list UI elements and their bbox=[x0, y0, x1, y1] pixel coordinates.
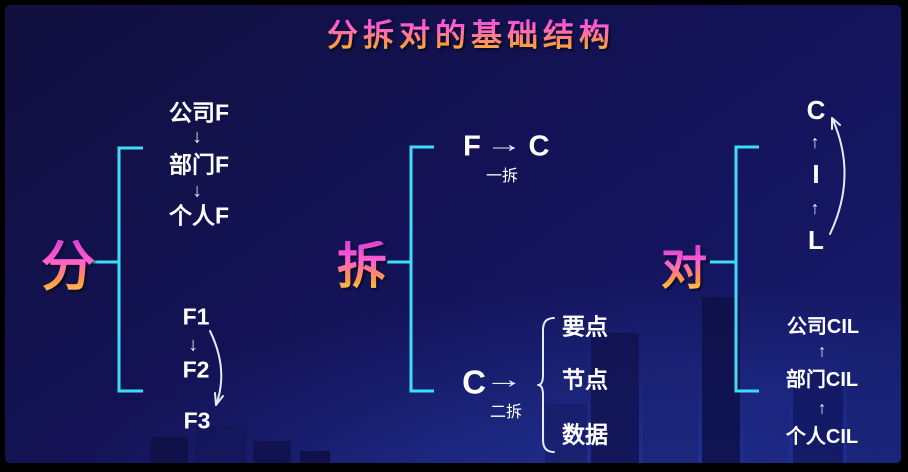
node-department-cil: 部门CIL bbox=[785, 369, 859, 391]
items-brace bbox=[537, 317, 555, 453]
node-person-cil: 个人CIL bbox=[785, 426, 859, 448]
label-second-split: 二拆 bbox=[489, 404, 523, 421]
right-bracket bbox=[710, 145, 759, 393]
node-f2: F2 bbox=[182, 356, 210, 383]
item-data: 数据 bbox=[562, 421, 608, 448]
up-arrow-icon: ↑ bbox=[810, 132, 820, 152]
l-c-curved-arrow bbox=[829, 117, 846, 235]
city-skyline bbox=[5, 5, 901, 463]
node-f1: F1 bbox=[182, 303, 210, 330]
item-nodes: 节点 bbox=[562, 366, 608, 393]
node-person-f: 个人F bbox=[168, 202, 230, 229]
building-silhouette bbox=[702, 297, 740, 463]
building-silhouette bbox=[545, 403, 587, 463]
building-silhouette bbox=[150, 437, 188, 463]
node-company-f: 公司F bbox=[168, 99, 230, 126]
f1-f3-arrowhead-icon bbox=[214, 392, 224, 406]
node-c-top: C bbox=[528, 130, 550, 163]
node-c-stack: C bbox=[806, 95, 826, 125]
down-arrow-icon: ↓ bbox=[192, 126, 202, 148]
down-arrow-icon: ↓ bbox=[188, 334, 198, 356]
char-fen: 分 bbox=[41, 237, 95, 297]
node-c-bottom: C bbox=[462, 363, 486, 401]
right-arrow-icon: → bbox=[484, 365, 524, 394]
node-l-stack: L bbox=[808, 225, 824, 255]
left-bracket bbox=[92, 146, 143, 393]
down-arrow-icon: ↓ bbox=[192, 180, 202, 202]
slide-canvas bbox=[5, 5, 901, 463]
building-silhouette bbox=[793, 373, 843, 463]
node-f: F bbox=[463, 130, 481, 163]
char-dui: 对 bbox=[661, 242, 707, 294]
building-silhouette bbox=[643, 363, 698, 463]
node-company-cil: 公司CIL bbox=[786, 316, 860, 338]
l-c-arrowhead-icon bbox=[831, 117, 841, 130]
label-first-split: 一拆 bbox=[485, 168, 519, 185]
building-silhouette bbox=[591, 333, 639, 463]
building-silhouette bbox=[847, 343, 901, 463]
node-f3: F3 bbox=[183, 407, 211, 434]
building-silhouette bbox=[300, 451, 330, 463]
right-arrow-icon: → bbox=[485, 131, 523, 158]
item-key-points: 要点 bbox=[562, 313, 608, 340]
building-silhouette bbox=[253, 441, 291, 463]
node-i-stack: I bbox=[812, 159, 820, 189]
up-arrow-icon: ↑ bbox=[817, 398, 827, 418]
char-chai: 拆 bbox=[337, 238, 387, 294]
f1-f3-curved-arrow bbox=[209, 330, 223, 406]
up-arrow-icon: ↑ bbox=[817, 341, 827, 361]
up-arrow-icon: ↑ bbox=[810, 198, 820, 218]
building-silhouette bbox=[195, 425, 247, 463]
middle-bracket bbox=[387, 145, 434, 393]
building-silhouette bbox=[743, 397, 789, 463]
page-title: 分拆对的基础结构 bbox=[327, 10, 615, 55]
node-department-f: 部门F bbox=[168, 151, 230, 178]
